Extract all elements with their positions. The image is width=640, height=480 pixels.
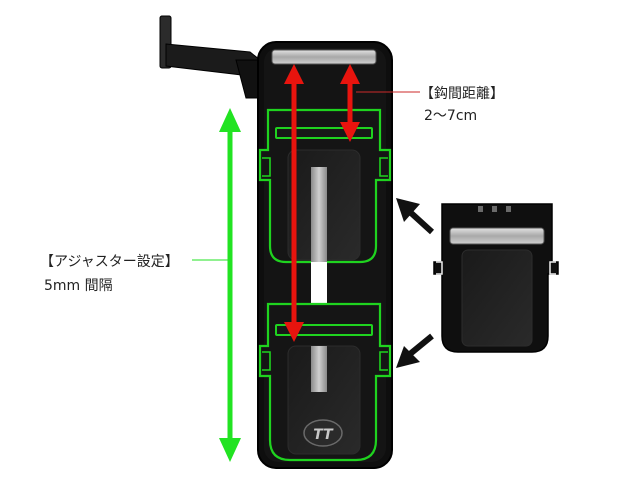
upper-slider [258,108,392,264]
pointer-arrow-lower [396,333,434,368]
hook-distance-short-arrow [340,64,360,142]
hook-distance-title: 【鈎間距離】 [420,85,504,102]
scale-gap [311,262,327,304]
brand-logo-text: TT [313,427,334,443]
detached-slider [433,203,559,353]
crank-handle [159,15,263,99]
hook-distance-value: 2〜7cm [424,108,477,124]
adjuster-value: 5mm 間隔 [44,278,113,294]
adjuster-title: 【アジャスター設定】 [40,254,179,270]
top-hook-bar [271,49,377,65]
pointer-arrow-upper [396,198,435,235]
hook-distance-long-arrow [284,64,304,342]
lower-scale-slot [311,346,327,392]
upper-scale-slot [311,167,327,262]
brand-logo: TT [303,419,343,447]
adjuster-range-arrow [219,108,241,462]
